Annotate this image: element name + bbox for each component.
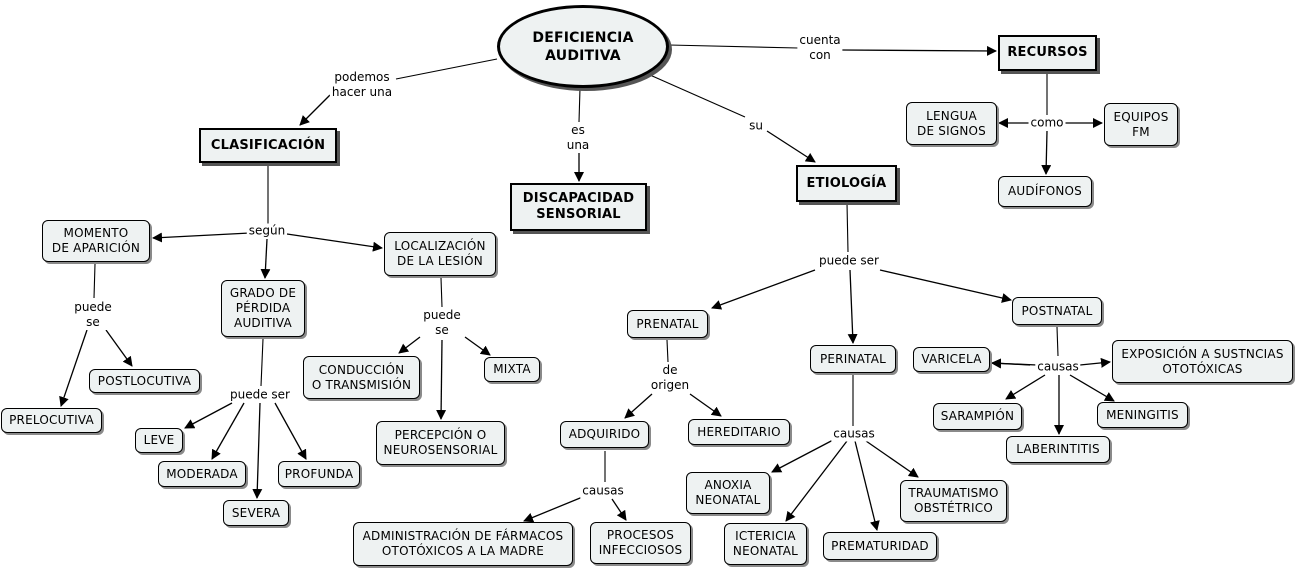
node-deficiencia-auditiva[interactable]: DEFICIENCIA AUDITIVA <box>497 5 669 88</box>
link-label-podemos-hacer-una: podemos hacer una <box>329 70 395 100</box>
connector-line-29 <box>711 269 816 310</box>
node-adquirido[interactable]: ADQUIRIDO <box>560 421 649 448</box>
connector-line-23 <box>274 402 307 460</box>
link-label-puede-se: puede se <box>72 300 114 330</box>
node-momento-de-aparicion[interactable]: MOMENTO DE APARICIÓN <box>42 220 150 262</box>
connector-line-19 <box>260 338 264 387</box>
connector-line-varicela <box>991 358 1031 369</box>
node-sarampion[interactable]: SARAMPIÓN <box>933 403 1022 430</box>
node-ictericia-neonatal[interactable]: ICTERICIA NEONATAL <box>724 523 807 565</box>
connector-line-27 <box>436 339 447 420</box>
connector-line-7 <box>841 45 997 56</box>
link-label-causas-perinatal: causas <box>831 426 877 442</box>
link-label-causas-postnatal: causas <box>1035 359 1081 375</box>
node-anoxia-neonatal[interactable]: ANOXIA NEONATAL <box>686 472 770 514</box>
node-mixta[interactable]: MIXTA <box>484 357 540 382</box>
connector-line-22 <box>252 402 263 499</box>
connector-line-32 <box>666 339 669 363</box>
connector-line-36 <box>523 495 586 523</box>
connector-line-24 <box>440 277 443 308</box>
connector-line-25 <box>398 336 421 354</box>
node-leve[interactable]: LEVE <box>135 428 183 453</box>
connector-line-45 <box>1079 357 1111 368</box>
connector-line-20 <box>184 402 233 429</box>
connector-line-26 <box>464 336 491 356</box>
node-percepcion-o-neurosensorial[interactable]: PERCEPCIÓN O NEUROSENSORIAL <box>376 421 505 465</box>
node-lengua-de-signos[interactable]: LENGUA DE SIGNOS <box>906 102 997 145</box>
node-meningitis[interactable]: MENINGITIS <box>1097 402 1188 428</box>
node-audifonos[interactable]: AUDÍFONOS <box>998 176 1092 207</box>
node-hereditario[interactable]: HEREDITARIO <box>688 419 790 445</box>
connector-line-0 <box>395 58 498 80</box>
node-prenatal[interactable]: PRENATAL <box>627 310 708 338</box>
connector-line-15 <box>260 238 271 279</box>
link-label-segun: según <box>246 223 288 239</box>
connector-line-18 <box>105 329 133 367</box>
connector-line-40 <box>785 440 848 522</box>
link-label-puede-ser-etiologia: puede ser <box>817 253 881 269</box>
connector-line-13 <box>152 232 251 243</box>
connector-line-42 <box>865 440 919 478</box>
link-label-cuenta-con: cuenta con <box>797 33 843 63</box>
connector-line-33 <box>624 393 653 419</box>
connector-line-11 <box>1041 130 1052 175</box>
connector-line-37 <box>611 498 627 521</box>
node-prematuridad[interactable]: PREMATURIDAD <box>823 532 937 560</box>
link-label-puede-se-localizacion: puede se <box>421 308 463 338</box>
connector-line-30 <box>879 269 1012 303</box>
node-etiologia[interactable]: ETIOLOGÍA <box>796 165 897 202</box>
node-profunda[interactable]: PROFUNDA <box>278 461 360 487</box>
node-varicela[interactable]: VARICELA <box>913 347 990 372</box>
node-moderada[interactable]: MODERADA <box>158 461 246 487</box>
connector-line-1 <box>299 94 331 126</box>
node-discapacidad-sensorial[interactable]: DISCAPACIDAD SENSORIAL <box>510 183 647 231</box>
connector-line-28 <box>846 202 849 253</box>
connector-line-43 <box>1056 326 1059 357</box>
node-traumatismo-obstetrico[interactable]: TRAUMATISMO OBSTÉTRICO <box>900 480 1007 522</box>
link-label-es-una: es una <box>564 123 592 153</box>
link-label-causas-adquirido: causas <box>580 483 626 499</box>
connector-line-16 <box>93 263 96 299</box>
link-label-de-origen: de origen <box>648 363 692 393</box>
node-laberintitis[interactable]: LABERINTITIS <box>1006 436 1110 463</box>
connector-line-41 <box>854 440 880 531</box>
connector-line-48 <box>1069 374 1115 402</box>
node-postlocutiva[interactable]: POSTLOCUTIVA <box>89 369 200 393</box>
connector-line-46 <box>1005 374 1046 400</box>
node-postnatal[interactable]: POSTNATAL <box>1012 297 1102 325</box>
node-grado-de-perdida[interactable]: GRADO DE PÉRDIDA AUDITIVA <box>221 280 305 337</box>
node-severa[interactable]: SEVERA <box>223 500 289 526</box>
connector-line-5 <box>766 130 816 163</box>
node-conduccion-o-transmision[interactable]: CONDUCCIÓN O TRANSMISIÓN <box>303 356 420 399</box>
connector-line-4 <box>649 74 746 118</box>
node-recursos[interactable]: RECURSOS <box>998 35 1097 71</box>
link-label-puede-ser-grado: puede ser <box>228 387 292 403</box>
connector-line-21 <box>211 402 245 460</box>
connector-line-17 <box>59 329 88 407</box>
node-clasificacion[interactable]: CLASIFICACIÓN <box>199 128 337 163</box>
connector-line-14 <box>286 233 383 252</box>
node-administracion-de-farmacos[interactable]: ADMINISTRACIÓN DE FÁRMACOS OTOTÓXICOS A … <box>353 522 573 566</box>
node-perinatal[interactable]: PERINATAL <box>810 345 896 373</box>
link-label-su: su <box>747 118 765 134</box>
node-equipos-fm[interactable]: EQUIPOS FM <box>1104 103 1178 146</box>
connector-line-6 <box>668 44 799 49</box>
connector-line-2 <box>578 87 581 123</box>
node-exposicion-a-sustancias[interactable]: EXPOSICIÓN A SUSTNCIAS OTOTÓXICAS <box>1112 340 1293 383</box>
node-procesos-infecciosos[interactable]: PROCESOS INFECCIOSOS <box>590 522 691 564</box>
node-prelocutiva[interactable]: PRELOCUTIVA <box>1 408 102 433</box>
link-label-como: como <box>1028 115 1066 131</box>
node-localizacion-de-la-lesion[interactable]: LOCALIZACIÓN DE LA LESIÓN <box>384 232 496 276</box>
connector-line-31 <box>847 269 858 344</box>
connector-line-34 <box>689 393 722 417</box>
connector-line-39 <box>771 438 836 473</box>
